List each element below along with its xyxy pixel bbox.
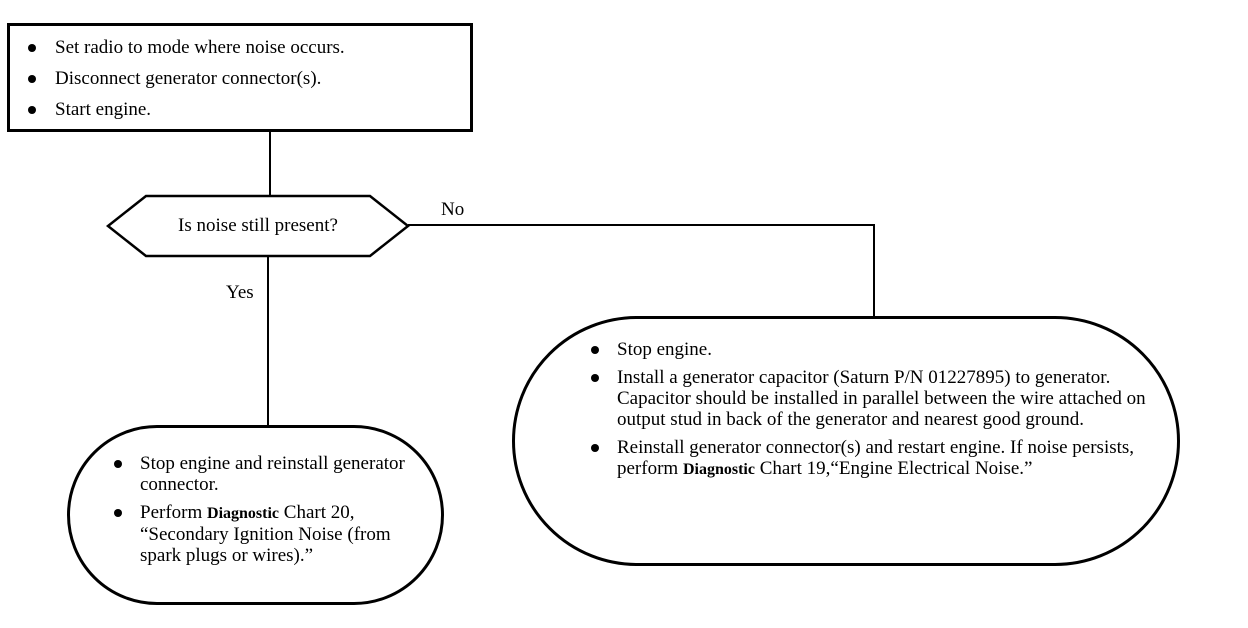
action-text-prefix: Perform — [140, 502, 208, 523]
bullet-icon — [28, 75, 36, 83]
bullet-icon — [114, 460, 122, 468]
start-instructions-box: Set radio to mode where noise occurs. Di… — [7, 23, 473, 132]
action-item: Perform Diagnostic Chart 20, “Secondary … — [114, 502, 411, 566]
start-step: Disconnect generator connector(s). — [28, 67, 470, 90]
action-text: Stop engine and reinstall generator conn… — [140, 453, 405, 495]
bullet-icon — [591, 444, 599, 452]
bullet-icon — [591, 346, 599, 354]
diagnostic-emphasis: Diagnostic — [682, 461, 755, 478]
action-text: Reinstall generator connector(s) and res… — [617, 437, 1147, 480]
no-branch-label: No — [441, 199, 465, 220]
diagnostic-emphasis: Diagnostic — [207, 505, 280, 522]
bullet-icon — [28, 44, 36, 52]
action-item: Install a generator capacitor (Saturn P/… — [591, 367, 1147, 430]
action-item: Stop engine. — [591, 339, 1147, 360]
action-text-prefix: Reinstall generator connector(s) and res… — [617, 437, 1135, 479]
start-step-text: Set radio to mode where noise occurs. — [55, 37, 345, 58]
action-text: Stop engine. — [617, 339, 712, 360]
action-text-suffix: Chart 20, “Secondary Ignition Noise (fro… — [140, 502, 391, 566]
action-text: Install a generator capacitor (Saturn P/… — [617, 367, 1146, 430]
decision-question: Is noise still present? — [178, 215, 338, 236]
start-step-text: Start engine. — [55, 99, 152, 120]
action-item: Reinstall generator connector(s) and res… — [591, 437, 1147, 480]
bullet-icon — [591, 374, 599, 382]
action-text-suffix: Chart 19,“Engine Electrical Noise.” — [754, 458, 1033, 479]
yes-branch-label: Yes — [226, 282, 254, 303]
start-step: Set radio to mode where noise occurs. — [28, 36, 470, 59]
start-step-text: Disconnect generator connector(s). — [55, 68, 322, 89]
yes-outcome-terminal: Stop engine and reinstall generator conn… — [67, 425, 444, 605]
bullet-icon — [114, 509, 122, 517]
action-item: Stop engine and reinstall generator conn… — [114, 453, 411, 495]
start-step: Start engine. — [28, 98, 470, 121]
action-text: Perform Diagnostic Chart 20, “Secondary … — [140, 502, 411, 566]
connector-no-branch — [408, 224, 875, 316]
no-outcome-terminal: Stop engine. Install a generator capacit… — [512, 316, 1180, 566]
bullet-icon — [28, 106, 36, 114]
